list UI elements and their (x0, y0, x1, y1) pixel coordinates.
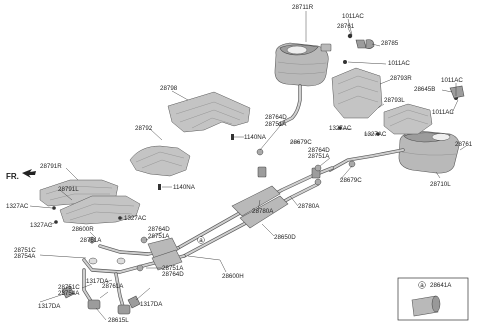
label-1317DA-right: 1317DA (140, 301, 163, 308)
label-28615L: 28615L (108, 317, 129, 324)
label-28761A-lower: 28761A (102, 283, 124, 290)
inset-28641A: a (397, 277, 469, 321)
label-28600R: 28600R (72, 226, 94, 233)
label-28679C-upper: 28679C (290, 139, 312, 146)
label-1140NA-upper: 1140NA (244, 134, 267, 141)
label-28679C-lower: 28679C (340, 177, 362, 184)
label-28751A-lower: 28751A (162, 265, 184, 272)
label-28711R: 28711R (292, 4, 314, 11)
label-28792: 28792 (135, 125, 153, 132)
heat-shield-28792 (129, 145, 191, 177)
leader-lines (29, 11, 467, 321)
label-1011AC-top: 1011AC (342, 13, 364, 20)
label-1011AC-right: 1011AC (441, 77, 463, 84)
rear-muffler-right (274, 42, 332, 126)
label-28791R: 28791R (40, 163, 62, 170)
rear-muffler-left (328, 130, 460, 174)
heat-shield-28793L (383, 103, 433, 135)
label-1327AC-right: 1327AC (364, 131, 387, 138)
label-28793L: 28793L (384, 97, 405, 104)
label-28641A: 28641A (430, 282, 452, 289)
label-1011AC-mid: 1011AC (388, 60, 410, 67)
part-labels: 28711R 1011AC 28761 28785 1011AC 28798 2… (6, 4, 473, 324)
callout-a-marker (197, 236, 205, 244)
label-28791L: 28791L (58, 186, 79, 193)
label-28780A-right: 28780A (298, 203, 320, 210)
label-28761-right: 28761 (455, 141, 473, 148)
label-28645B: 28645B (414, 86, 435, 93)
front-direction-indicator: FR. (6, 169, 36, 181)
label-28751C-lower: 28751C (58, 284, 80, 291)
inset-callout-label: a (420, 282, 424, 289)
label-1140NA-lower: 1140NA (173, 184, 196, 191)
heat-shield-28798 (167, 91, 251, 133)
label-28764D-lower: 28764D (162, 271, 184, 278)
label-28710L: 28710L (430, 181, 451, 188)
label-28798: 28798 (160, 85, 178, 92)
label-1327AC-lower-left: 1327AC (30, 222, 53, 229)
label-28764D-upper: 28764D (265, 114, 287, 121)
label-1327AC-center: 1327AC (124, 215, 147, 222)
label-28754A-upper: 28754A (14, 253, 36, 260)
front-arrow-icon (22, 169, 36, 178)
label-28793R: 28793R (390, 75, 412, 82)
label-1327AC-mid: 1327AC (329, 125, 352, 132)
front-pipe-assembly (82, 237, 186, 315)
label-1317DA-left: 1317DA (38, 303, 61, 310)
label-28785: 28785 (381, 40, 399, 47)
callout-a-label: a (199, 237, 203, 244)
label-28600H: 28600H (222, 273, 244, 280)
label-28751A-mid: 28751A (308, 153, 330, 160)
label-1317DA-upper: 1317DA (86, 278, 109, 285)
label-28650D: 28650D (274, 234, 296, 241)
label-28764D-left: 28764D (148, 226, 170, 233)
heat-shield-28793R (331, 67, 383, 119)
label-28751A-upper: 28751A (265, 121, 287, 128)
label-1011AC-lower: 1011AC (432, 109, 454, 116)
fr-label: FR. (6, 172, 19, 181)
label-28761-top: 28761 (337, 23, 355, 30)
label-28761A-upper: 28761A (80, 237, 102, 244)
label-28754A-lower: 28754A (58, 290, 80, 297)
label-28751A-left: 28751A (148, 233, 170, 240)
label-28764D-mid: 28764D (308, 147, 330, 154)
label-28780A-left: 28780A (252, 208, 274, 215)
label-28751C-upper: 28751C (14, 247, 36, 254)
label-1327AC-left: 1327AC (6, 203, 29, 210)
